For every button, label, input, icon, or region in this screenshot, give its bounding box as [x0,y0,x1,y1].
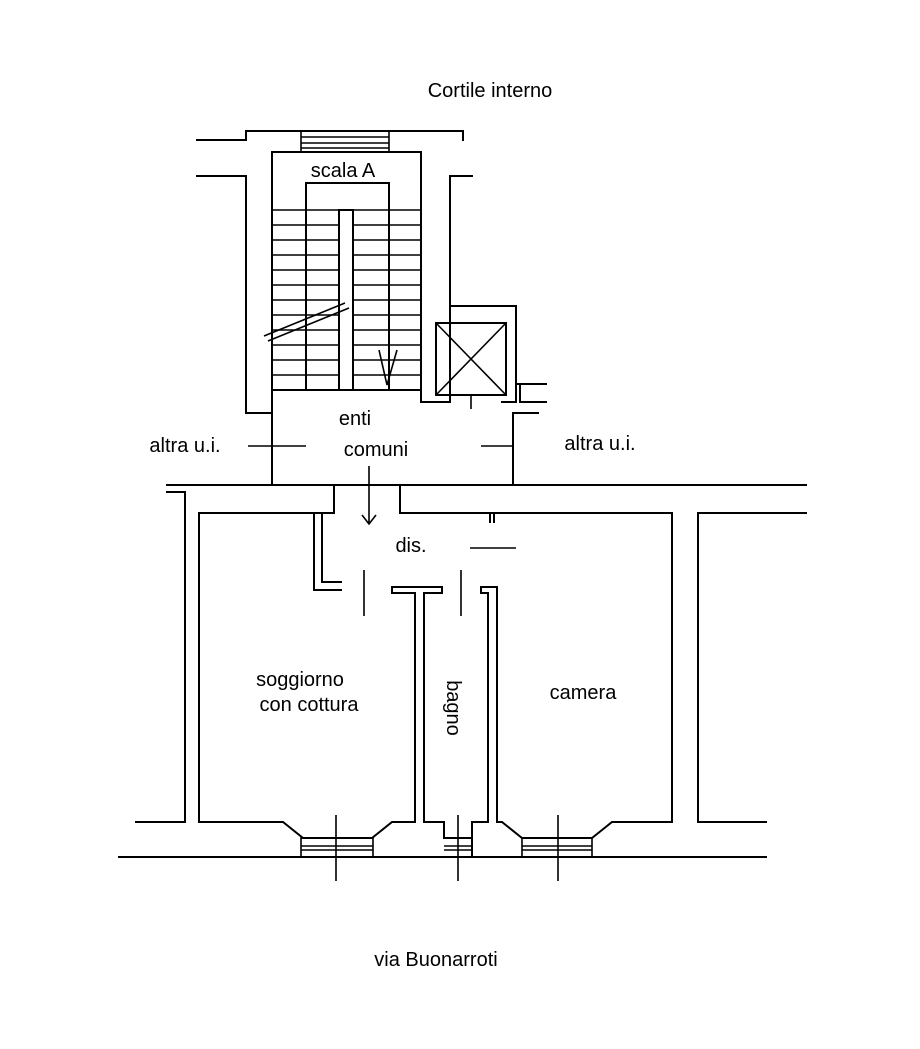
other-unit-left-label: altra u.i. [149,435,220,457]
common-area-label-line2: comuni [344,439,408,461]
bathroom-label: bagno [442,680,464,736]
apartment-walls [135,484,807,823]
street-facade [118,821,767,858]
window-bedroom [521,815,593,881]
stair-label: scala A [311,160,376,182]
other-unit-right-label: altra u.i. [564,433,635,455]
hallway-label: dis. [395,535,426,557]
window-bathroom [444,815,472,881]
street-label: via Buonarroti [374,949,497,971]
stair-break-line [263,302,350,342]
living-room-label-line2: con cottura [260,694,360,716]
elevator-shaft [435,305,547,409]
stair-arrow-icon [378,349,398,386]
living-room-label-line1: soggiorno [256,669,344,691]
courtyard-label: Cortile interno [428,80,553,102]
stair-treads [272,209,421,376]
window-living [300,815,374,881]
common-area-label-line1: enti [339,408,371,430]
bedroom-label: camera [550,682,618,704]
stair-block [196,130,473,414]
